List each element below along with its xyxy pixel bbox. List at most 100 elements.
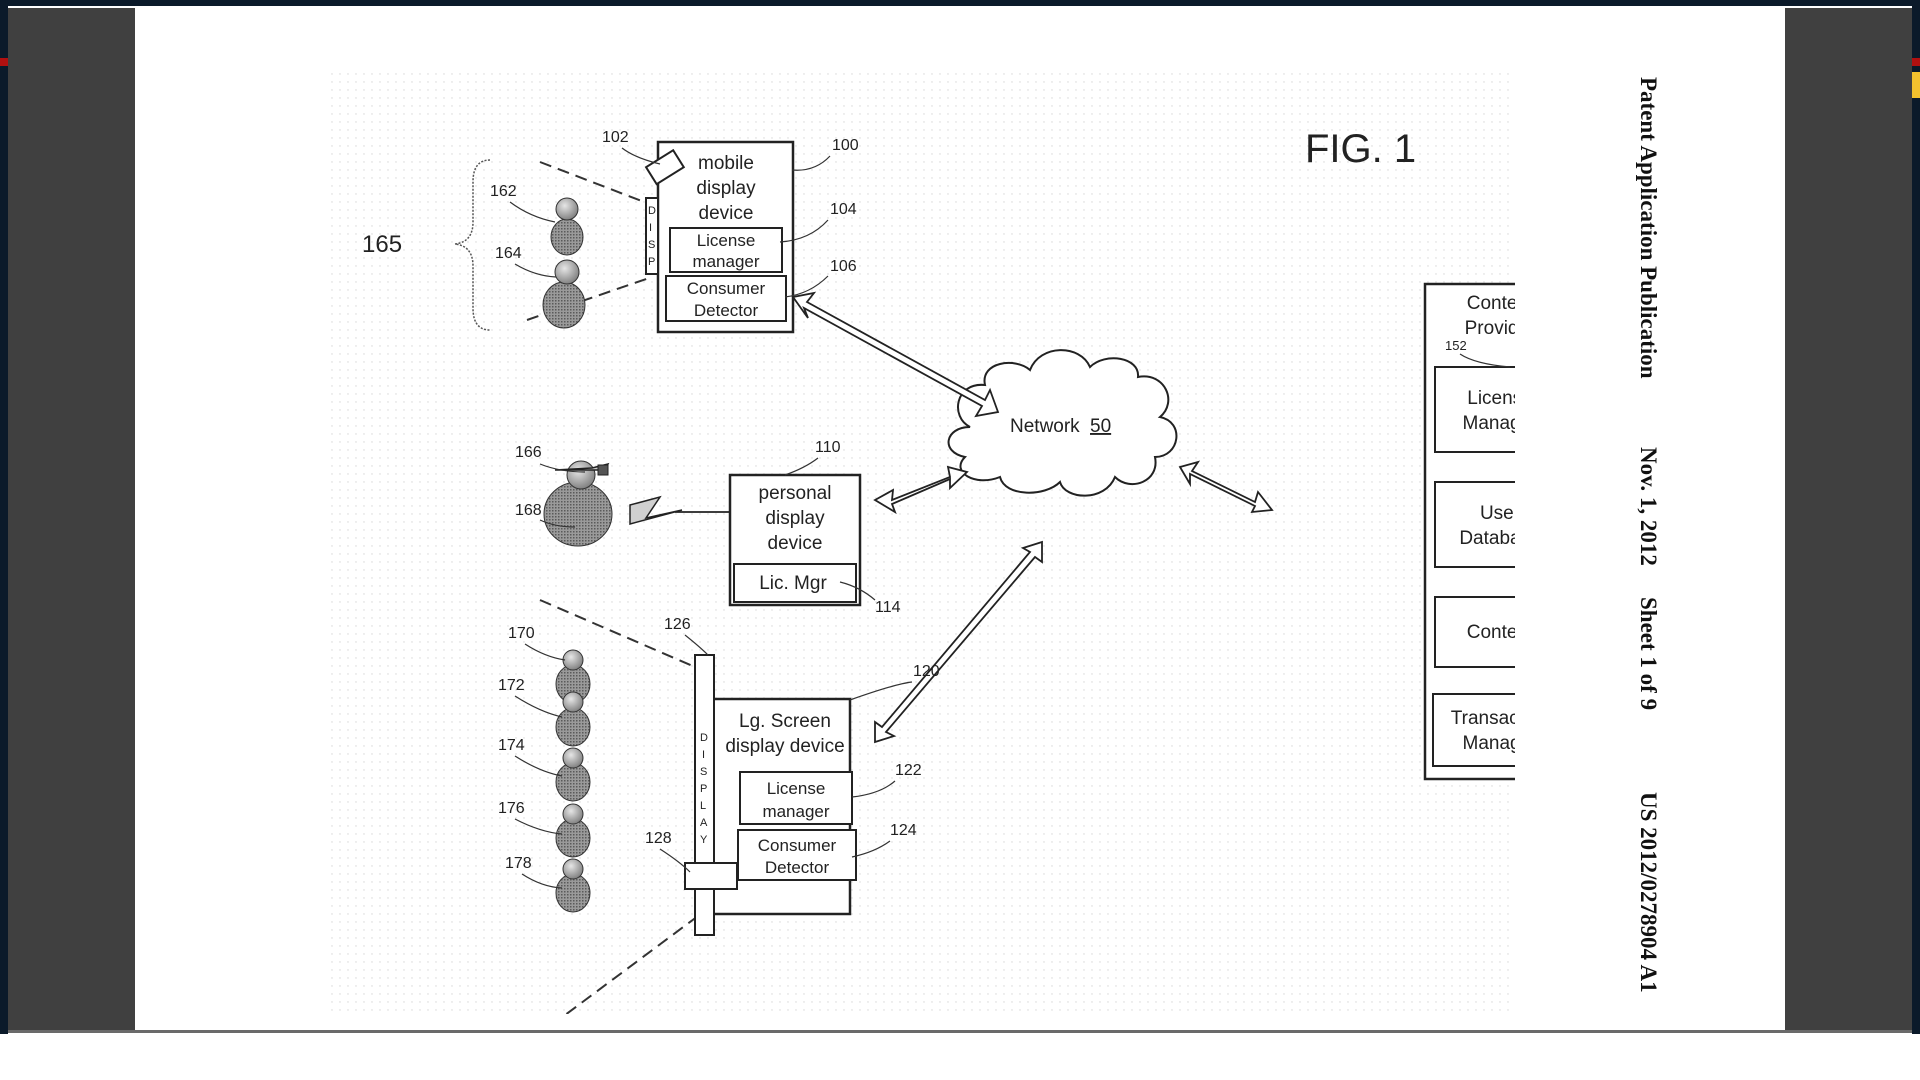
personal-user-icon	[543, 460, 613, 547]
ref-110: 110	[815, 439, 841, 456]
window-top-bar	[0, 0, 1920, 6]
cp-content-label: Content	[1467, 622, 1515, 643]
mobile-device-title-line: mobile	[698, 153, 754, 174]
lg-display-strip	[694, 654, 715, 936]
ref-106: 106	[830, 258, 857, 275]
lg-consumer-detector-label: Consumer	[758, 836, 837, 855]
below-viewer-area	[0, 1036, 1920, 1080]
arrow-network-largescreen	[874, 540, 1043, 744]
personal-device-title-line: device	[768, 533, 823, 554]
personal-lic-mgr-box	[733, 563, 857, 603]
sheet-number: Sheet 1 of 9	[1636, 597, 1661, 711]
cp-content-box	[1434, 596, 1515, 668]
content-provider-title-line: Provider	[1465, 318, 1515, 339]
consumer-162-icon	[550, 197, 584, 256]
mobile-device-title-line: device	[699, 203, 754, 224]
svg-text:D: D	[648, 205, 656, 217]
svg-text:Y: Y	[700, 834, 708, 846]
cp-transaction-manager-label: Manager	[1463, 733, 1516, 754]
svg-text:I: I	[649, 222, 652, 234]
publication-type: Patent Application Publication	[1636, 77, 1661, 379]
wireless-signal-icon	[629, 495, 683, 525]
lg-display-letters: D I S P L A Y	[700, 732, 708, 846]
cp-license-manager-label: License	[1467, 388, 1515, 409]
svg-text:S: S	[648, 239, 655, 251]
ref-164: 164	[495, 245, 522, 262]
figure-title: FIG. 1	[1305, 127, 1416, 171]
cp-license-manager-box	[1434, 366, 1515, 453]
network-cloud: Network 50	[947, 349, 1178, 497]
mobile-display-strip	[645, 197, 659, 275]
figure-1-diagram: FIG. 1 165 162 164	[330, 72, 1515, 1014]
ref-114: 114	[875, 599, 901, 616]
viewer-margin-right	[1785, 8, 1912, 1030]
lg-device-title-line: display device	[725, 736, 844, 757]
ref-126: 126	[664, 616, 691, 633]
mobile-consumer-detector-box	[665, 275, 787, 322]
dotted-background	[330, 72, 1515, 1014]
network-label: Network	[1010, 416, 1080, 437]
publication-number: US 2012/0278904 A1	[1636, 792, 1661, 993]
arrow-network-provider	[1178, 460, 1274, 514]
consumer-172-icon	[555, 691, 591, 747]
document-viewer: FIG. 1 165 162 164	[8, 7, 1912, 1033]
ref-170: 170	[508, 625, 535, 642]
svg-text:L: L	[700, 800, 706, 812]
mobile-camera-icon	[644, 148, 686, 186]
ref-100: 100	[832, 137, 859, 154]
personal-device-title-line: personal	[759, 483, 832, 504]
mobile-license-manager-label: manager	[692, 252, 759, 271]
lg-license-manager-label: License	[767, 779, 826, 798]
mobile-device-title-line: display	[696, 178, 756, 199]
mobile-sightline-top	[539, 161, 653, 206]
consumer-174-icon	[555, 747, 591, 802]
ref-178: 178	[505, 855, 532, 872]
publication-date: Nov. 1, 2012	[1636, 447, 1661, 566]
svg-text:P: P	[648, 256, 655, 268]
lg-consumer-detector-label: Detector	[765, 858, 830, 877]
ref-162: 162	[490, 183, 517, 200]
background-edge-right	[1912, 6, 1920, 1034]
svg-text:D: D	[700, 732, 708, 744]
personal-lic-mgr-label: Lic. Mgr	[759, 573, 827, 594]
svg-text:P: P	[700, 783, 707, 795]
mobile-license-manager-box	[669, 227, 783, 273]
consumer-176-icon	[555, 803, 591, 858]
mobile-consumer-detector-label: Detector	[694, 301, 759, 320]
cp-license-manager-label: Manager	[1463, 413, 1516, 434]
ref-102: 102	[602, 129, 629, 146]
ref-120: 120	[913, 663, 940, 680]
svg-text:I: I	[702, 749, 705, 761]
arrow-personal-network	[873, 465, 969, 515]
ref-124: 124	[890, 822, 917, 839]
cp-transaction-manager-label: Transaction	[1451, 708, 1515, 729]
content-provider-title-line: Content	[1467, 293, 1515, 314]
lg-sightline-bottom	[564, 915, 699, 1014]
lg-license-manager-label: manager	[762, 802, 829, 821]
cp-user-database-box	[1434, 481, 1515, 568]
personal-device-title-line: display	[765, 508, 825, 529]
ref-174: 174	[498, 737, 525, 754]
group-label-165: 165	[362, 231, 402, 258]
viewer-margin-left	[8, 8, 135, 1030]
ref-172: 172	[498, 677, 525, 694]
ref-166: 166	[515, 444, 542, 461]
patent-page: FIG. 1 165 162 164	[135, 7, 1785, 1030]
cp-user-database-label: Database	[1459, 528, 1515, 549]
svg-text:S: S	[700, 766, 707, 778]
mobile-consumer-detector-label: Consumer	[687, 279, 766, 298]
ref-128: 128	[645, 830, 672, 847]
connection-arrows	[791, 291, 1274, 744]
lg-license-manager-box	[739, 771, 853, 825]
cp-transaction-manager-box	[1432, 693, 1515, 767]
page-header-rotated: Patent Application Publication Nov. 1, 2…	[1631, 77, 1691, 1017]
ref-152: 152	[1445, 338, 1467, 353]
lg-sightline-top	[539, 599, 696, 668]
lg-consumer-detector-box	[737, 829, 857, 881]
svg-text:A: A	[700, 817, 708, 829]
consumer-group-large	[555, 649, 591, 913]
ref-168: 168	[515, 502, 542, 519]
lg-camera-icon	[684, 862, 738, 890]
ref-122: 122	[895, 762, 922, 779]
arrow-mobile-network	[791, 291, 1000, 418]
